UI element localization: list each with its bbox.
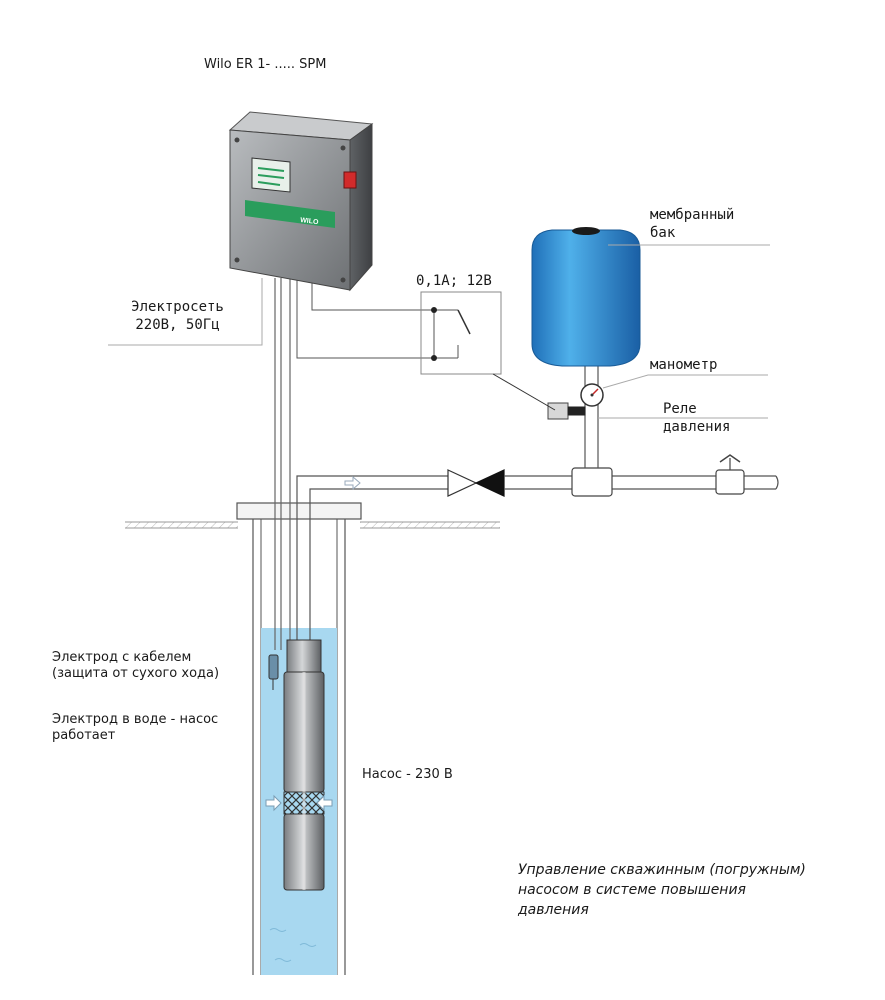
relay-wiring xyxy=(296,278,556,411)
electrode-probe xyxy=(268,654,279,690)
indicator-lamp xyxy=(343,171,357,189)
membrane-tank-label-line-2: бак xyxy=(650,225,676,241)
membrane-tank-label: мембранный бак xyxy=(650,206,734,242)
shutoff-valve xyxy=(715,454,745,495)
water-ripples xyxy=(269,928,317,962)
electrode-water-label-line-1: Электрод в воде - насос xyxy=(52,712,219,727)
electrode-cable-label-line-2: (защита от сухого хода) xyxy=(52,666,220,681)
manometer-gauge xyxy=(580,383,604,407)
controller-display xyxy=(251,157,291,193)
membrane-tank xyxy=(531,227,641,367)
leader-lines xyxy=(108,244,770,419)
membrane-tank-label-line-1: мембранный xyxy=(650,207,735,223)
discharge-pipe xyxy=(296,475,455,640)
electrode-water-label: Электрод в воде - насос работает xyxy=(52,712,218,744)
diagram-caption-line-3: давления xyxy=(518,902,589,918)
check-valve xyxy=(447,469,505,497)
brand-logo-text: WILO xyxy=(300,217,320,226)
diagram-caption-line-2: насосом в системе повышения xyxy=(518,882,746,898)
power-supply-label: Электросеть 220В, 50Гц xyxy=(110,298,245,334)
power-supply-label-line-2: 220В, 50Гц xyxy=(135,317,220,333)
controller-brand-stripe: WILO xyxy=(245,200,335,228)
pump-label: Насос - 230 В xyxy=(362,767,453,782)
submersible-pump xyxy=(283,639,325,891)
power-supply-label-line-1: Электросеть xyxy=(131,299,224,315)
riser-pipe xyxy=(584,365,599,468)
pressure-relay-label-line-1: Реле xyxy=(663,401,697,417)
ground-line xyxy=(125,521,500,529)
diagram-caption: Управление скважинным (погружным) насосо… xyxy=(518,860,806,920)
relay-contact-dots xyxy=(431,307,437,361)
water-inflow-arrows xyxy=(265,794,333,812)
electrode-cable-label: Электрод с кабелем (защита от сухого ход… xyxy=(52,650,219,682)
electrode-cable-label-line-1: Электрод с кабелем xyxy=(52,650,192,665)
pressure-switch xyxy=(547,402,586,420)
diagram-caption-line-1: Управление скважинным (погружным) xyxy=(518,862,806,878)
manometer-label: манометр xyxy=(650,357,718,373)
flow-arrow-icon xyxy=(344,475,361,491)
tee-fitting xyxy=(571,467,613,497)
pump-cables xyxy=(274,278,291,650)
pressure-relay-label: Реле давления xyxy=(663,400,730,436)
pressure-relay-label-line-2: давления xyxy=(663,419,731,435)
device-title: Wilo ER 1- ..... SPM xyxy=(204,57,327,72)
electrode-water-label-line-2: работает xyxy=(52,728,116,743)
main-pipe xyxy=(504,475,779,490)
relay-rating-label: 0,1А; 12В xyxy=(416,273,492,289)
